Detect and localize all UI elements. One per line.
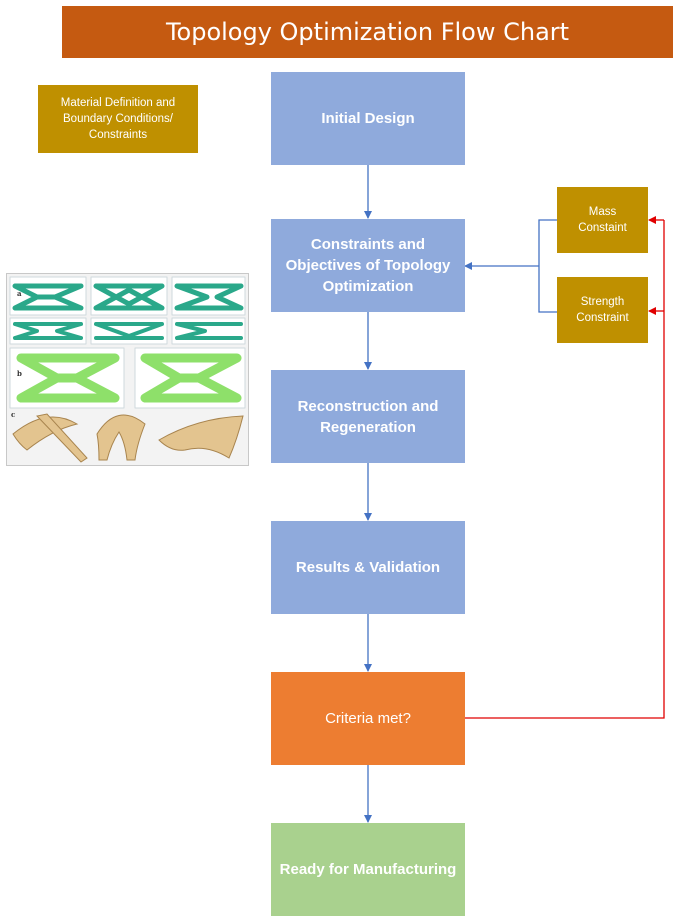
strength-constraint-box: Strength Constraint	[557, 277, 648, 343]
chart-title: Topology Optimization Flow Chart	[62, 6, 673, 58]
panel-b	[9, 347, 246, 409]
topology-example-image: a b c	[9, 276, 246, 463]
panel-a	[9, 276, 246, 345]
constraint-bracket	[538, 219, 557, 313]
step-initial-design: Initial Design	[271, 72, 465, 165]
step-results-validation: Results & Validation	[271, 521, 465, 614]
mass-constraint-box: Mass Constaint	[557, 187, 648, 253]
panel-label-c: c	[11, 410, 15, 419]
step-reconstruction: Reconstruction and Regeneration	[271, 370, 465, 463]
decision-criteria-met: Criteria met?	[271, 672, 465, 765]
topology-example-figure: a b c	[6, 273, 249, 466]
panel-label-b: b	[17, 369, 22, 378]
feedback-loop	[465, 220, 665, 719]
step-constraints-objectives: Constraints and Objectives of Topology O…	[271, 219, 465, 312]
material-definition-note: Material Definition and Boundary Conditi…	[38, 85, 198, 153]
panel-c	[12, 413, 244, 463]
step-ready-for-manufacturing: Ready for Manufacturing	[271, 823, 465, 916]
panel-label-a: a	[17, 289, 22, 298]
